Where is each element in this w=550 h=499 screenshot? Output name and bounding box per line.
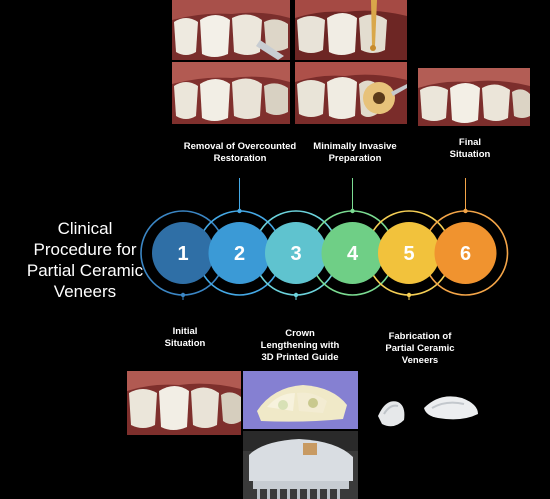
- diagram-title: Clinical Procedure for Partial Ceramic V…: [10, 218, 160, 302]
- step-label-line: Fabrication of: [388, 331, 452, 342]
- title-line: Clinical: [57, 219, 113, 238]
- title-line: Procedure for: [33, 240, 137, 259]
- step-label-line: Initial: [172, 326, 198, 337]
- step-6-number: 6: [460, 243, 471, 265]
- step-label-line: Veneers: [401, 355, 439, 366]
- title-line: Partial Ceramic: [26, 261, 144, 280]
- step-5-number: 5: [403, 243, 414, 265]
- step-label-line: Minimally Invasive: [313, 141, 397, 152]
- step-2-circle: [208, 222, 271, 284]
- step-label-line: Final: [458, 137, 482, 148]
- step-1-label: Initial Situation: [140, 326, 230, 350]
- step-label-line: Situation: [164, 338, 206, 349]
- title-line: Veneers: [53, 282, 117, 301]
- photo-final: [418, 68, 530, 126]
- step-3-label: Crown Lengthening with 3D Printed Guide: [240, 328, 360, 364]
- step-6-label: Final Situation: [425, 137, 515, 161]
- photo-guide-model: [243, 371, 358, 429]
- step-6-circle: [434, 222, 497, 284]
- photo-removal-bottom: [172, 62, 290, 124]
- step-4-label: Minimally Invasive Preparation: [300, 141, 410, 165]
- step-label-line: Preparation: [328, 153, 382, 164]
- step-label-line: Situation: [449, 149, 491, 160]
- step-5-label: Fabrication of Partial Ceramic Veneers: [365, 331, 475, 367]
- step-3-circle: [265, 222, 327, 284]
- step-2-label: Removal of Overcounted Restoration: [165, 141, 315, 165]
- photo-initial: [127, 371, 241, 435]
- photo-prep-top: [295, 0, 407, 60]
- step-1-circle: [152, 222, 214, 284]
- step-label-line: Crown: [285, 328, 315, 339]
- photo-veneers: [366, 378, 490, 438]
- step-label-line: Lengthening with: [260, 340, 340, 351]
- step-label-line: 3D Printed Guide: [261, 352, 339, 363]
- step-3-number: 3: [290, 243, 301, 265]
- step-label-line: Removal of Overcounted: [183, 141, 297, 152]
- step-1-number: 1: [177, 243, 188, 265]
- photo-prep-bottom: [295, 62, 407, 124]
- photo-guide-printed: [243, 431, 358, 499]
- step-label-line: Restoration: [213, 153, 267, 164]
- photo-removal-top: [172, 0, 290, 60]
- step-4-circle: [321, 222, 384, 284]
- step-label-line: Partial Ceramic: [385, 343, 455, 354]
- step-2-number: 2: [234, 243, 245, 265]
- step-5-circle: [378, 222, 440, 284]
- step-4-number: 4: [347, 243, 359, 265]
